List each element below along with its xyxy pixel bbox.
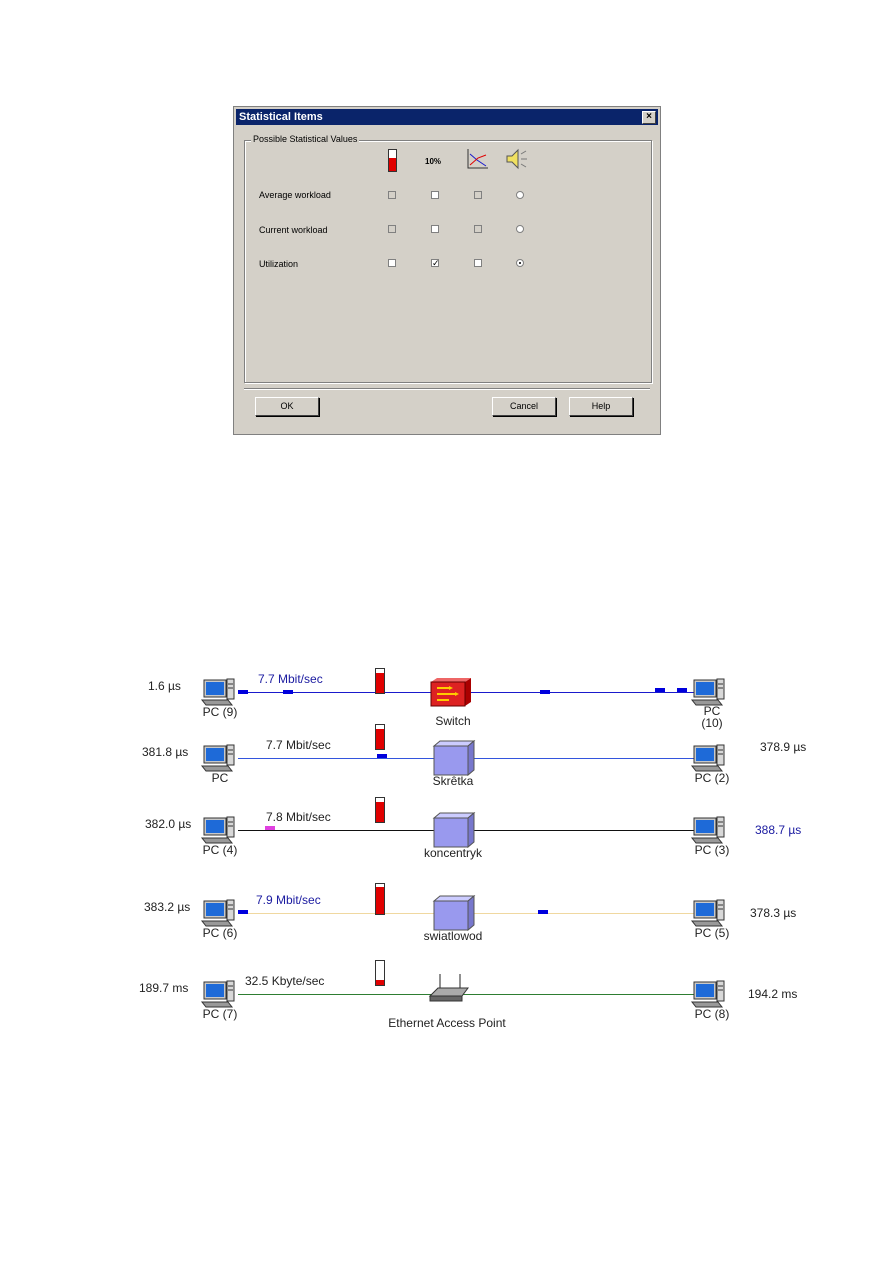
access-point-icon[interactable] [428, 972, 470, 1002]
ok-button[interactable]: OK [255, 397, 319, 416]
device-label: Skrêtka [432, 774, 474, 788]
gauge-fill [376, 801, 384, 822]
group-label: Possible Statistical Values [251, 134, 360, 144]
right-delay-label: 388.7 µs [755, 823, 802, 837]
right-pc-label: PC (10) [701, 704, 723, 730]
throughput-label: 7.8 Mbit/sec [266, 810, 331, 824]
statistical-values-group: Possible Statistical Values 10% Average … [244, 134, 652, 383]
packet-marker [377, 754, 387, 758]
pc-icon[interactable] [200, 814, 238, 844]
right-pc-label: PC (8) [694, 1007, 730, 1021]
throughput-label: 7.9 Mbit/sec [256, 893, 321, 907]
cancel-button[interactable]: Cancel [492, 397, 556, 416]
throughput-label: 32.5 Kbyte/sec [245, 974, 325, 988]
average-workload-percent-checkbox[interactable] [431, 191, 439, 199]
dialog-titlebar: Statistical Items × [236, 109, 658, 125]
row-label-average-workload: Average workload [259, 190, 331, 200]
left-delay-label: 381.8 µs [142, 745, 189, 759]
help-button[interactable]: Help [569, 397, 633, 416]
dialog-title: Statistical Items [239, 111, 323, 123]
packet-marker [677, 688, 687, 692]
right-pc-label: PC (3) [694, 843, 730, 857]
pc-icon[interactable] [200, 897, 238, 927]
pc-icon[interactable] [690, 978, 728, 1008]
speaker-icon [506, 148, 527, 170]
right-delay-label: 378.9 µs [760, 740, 807, 754]
left-delay-label: 382.0 µs [145, 817, 192, 831]
utilization-gauge [375, 797, 385, 823]
utilization-gauge [375, 883, 385, 915]
gauge-fill [376, 728, 384, 749]
gauge-fill [376, 887, 384, 914]
packet-marker [238, 910, 248, 914]
utilization-chart-checkbox[interactable] [474, 259, 482, 267]
gauge-fill [376, 672, 384, 693]
left-delay-label: 383.2 µs [144, 900, 191, 914]
left-delay-label: 1.6 µs [148, 679, 181, 693]
pc-icon[interactable] [200, 676, 238, 706]
hub-icon[interactable] [432, 894, 476, 932]
right-pc-label: PC (2) [694, 771, 730, 785]
packet-marker [283, 690, 293, 694]
packet-marker [540, 690, 550, 694]
hub-icon[interactable] [432, 739, 476, 777]
statistical-items-dialog: Statistical Items × Possible Statistical… [233, 106, 661, 435]
current-workload-bar-checkbox[interactable] [388, 225, 396, 233]
throughput-label: 7.7 Mbit/sec [266, 738, 331, 752]
link-line [238, 994, 698, 995]
hub-icon[interactable] [432, 811, 476, 849]
device-label: koncentryk [423, 846, 483, 860]
gauge-fill [376, 980, 384, 985]
left-pc-label: PC (7) [202, 1007, 238, 1021]
utilization-gauge [375, 724, 385, 750]
packet-marker [655, 688, 665, 692]
utilization-percent-checkbox[interactable]: ✓ [431, 258, 440, 268]
utilization-gauge [375, 668, 385, 694]
right-delay-label: 194.2 ms [748, 987, 798, 1001]
packet-marker [238, 690, 248, 694]
throughput-label: 7.7 Mbit/sec [258, 672, 323, 686]
pc-icon[interactable] [690, 814, 728, 844]
bar-gauge-icon [388, 149, 397, 172]
line-chart-icon [467, 149, 488, 169]
packet-marker [265, 826, 275, 830]
device-label: Ethernet Access Point [388, 1016, 506, 1030]
pc-icon[interactable] [200, 978, 238, 1008]
pc-icon[interactable] [690, 742, 728, 772]
close-icon[interactable]: × [642, 111, 656, 124]
average-workload-sound-radio[interactable] [516, 191, 524, 199]
pc-icon[interactable] [200, 742, 238, 772]
average-workload-chart-checkbox[interactable] [474, 191, 482, 199]
row-label-current-workload: Current workload [259, 225, 328, 235]
utilization-bar-checkbox[interactable] [388, 259, 396, 267]
device-label: swiatlowod [423, 929, 483, 943]
utilization-gauge [375, 960, 385, 986]
current-workload-percent-checkbox[interactable] [431, 225, 439, 233]
button-separator [244, 388, 650, 390]
left-pc-label: PC (4) [202, 843, 238, 857]
right-pc-label: PC (5) [694, 926, 730, 940]
percent-icon: 10% [425, 157, 442, 166]
row-label-utilization: Utilization [259, 259, 299, 269]
pc-icon[interactable] [690, 676, 728, 706]
pc-icon[interactable] [690, 897, 728, 927]
left-pc-label: PC [211, 771, 229, 785]
average-workload-bar-checkbox[interactable] [388, 191, 396, 199]
left-pc-label: PC (9) [202, 705, 238, 719]
current-workload-sound-radio[interactable] [516, 225, 524, 233]
packet-marker [538, 910, 548, 914]
current-workload-chart-checkbox[interactable] [474, 225, 482, 233]
device-label: Switch [435, 714, 471, 728]
left-pc-label: PC (6) [202, 926, 238, 940]
utilization-sound-radio[interactable] [516, 259, 524, 267]
right-delay-label: 378.3 µs [750, 906, 797, 920]
switch-icon[interactable] [430, 678, 471, 707]
left-delay-label: 189.7 ms [139, 981, 189, 995]
